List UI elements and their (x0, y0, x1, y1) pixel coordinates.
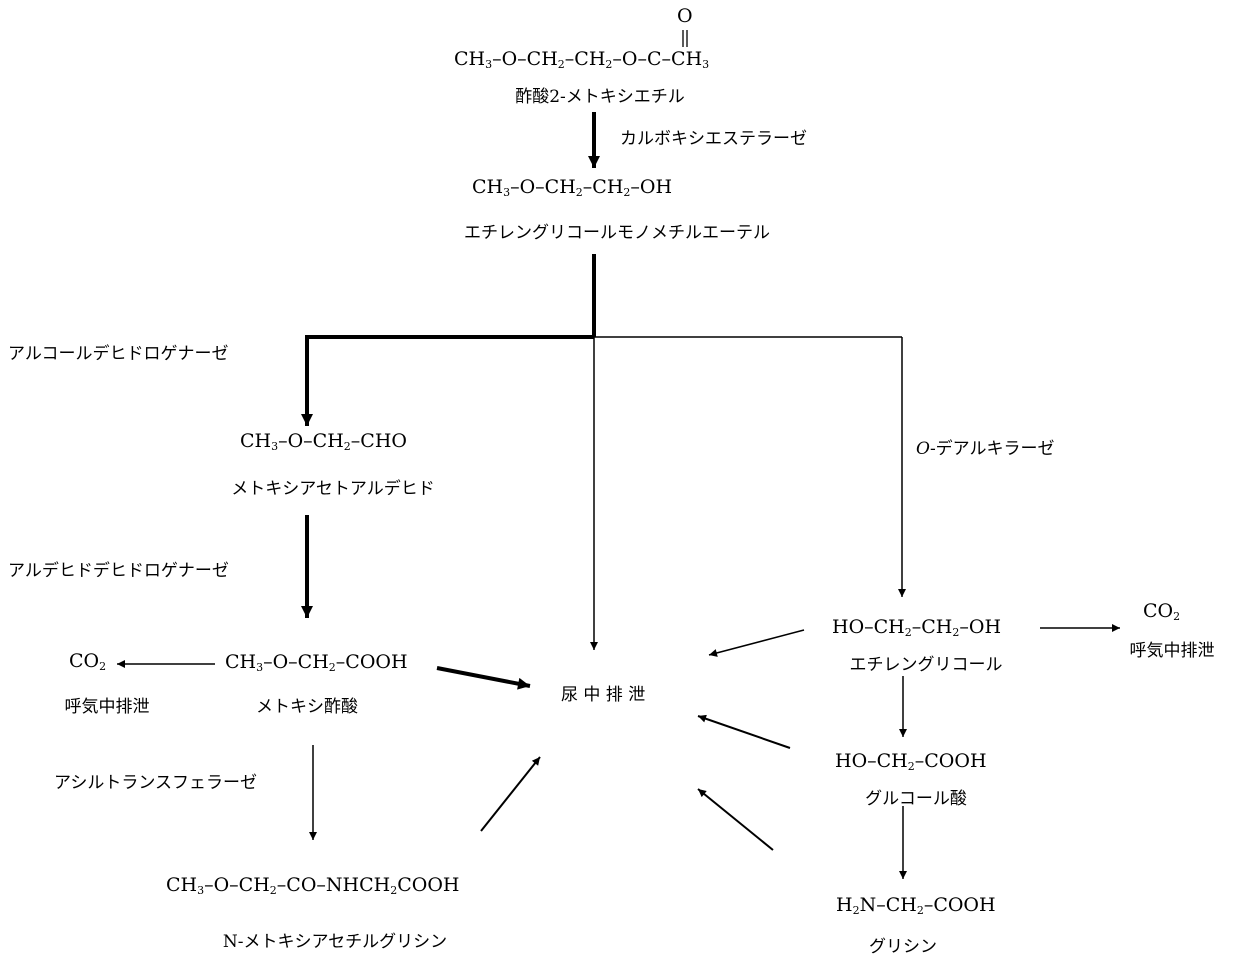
glycine-name: グリシン (869, 937, 937, 957)
aldehyde-name: メトキシアセトアルデヒド (231, 479, 435, 499)
glycolic-name: グルコール酸 (865, 789, 967, 809)
arrow-glycolic-to-urine (697, 714, 791, 749)
eg-name: エチレングリコール (849, 655, 1003, 675)
mag-formula: CH3–O–CH2–CO–NHCH2COOH (166, 874, 460, 897)
ester-formula: CH3–O–CH2–CH2–O–C–CH3 (454, 48, 710, 71)
glycolic-formula: HO–CH2–COOH (835, 750, 987, 773)
enzyme-carboxylesterase: カルボキシエステラーゼ (620, 129, 807, 149)
maa-name: メトキシ酢酸 (256, 697, 358, 717)
arrow-glycine-to-urine (697, 788, 774, 851)
ester-carbonyl-oxygen: O (677, 5, 693, 27)
enzyme-adh: アルコールデヒドロゲナーゼ (8, 344, 229, 364)
exhaled-left: 呼気中排泄 (64, 697, 150, 717)
arrow-mag-to-urine (480, 756, 541, 832)
arrow-maa-to-urine (436, 666, 531, 690)
aldehyde-formula: CH3–O–CH2–CHO (240, 430, 407, 453)
exhaled-right: 呼気中排泄 (1129, 641, 1215, 661)
egme-name: エチレングリコールモノメチルエーテル (464, 223, 770, 243)
egme-formula: CH3–O–CH2–CH2–OH (472, 176, 673, 199)
urine-excretion: 尿 中 排 泄 (561, 685, 646, 705)
mag-name: N-メトキシアセチルグリシン (222, 932, 448, 952)
co2-right: CO2 (1143, 600, 1181, 623)
eg-formula: HO–CH2–CH2–OH (832, 616, 1002, 639)
arrow-eg-to-urine (708, 629, 805, 657)
enzyme-o-dealkylase: O-デアルキラーゼ (916, 439, 1055, 459)
enzyme-aldh: アルデヒドデヒドロゲナーゼ (8, 561, 229, 581)
co2-left: CO2 (69, 650, 107, 673)
glycine-formula: H2N–CH2–COOH (836, 894, 996, 917)
ester-name: 酢酸2-メトキシエチル (515, 87, 685, 107)
enzyme-acyltransferase: アシルトランスフェラーゼ (54, 773, 257, 793)
maa-formula: CH3–O–CH2–COOH (225, 651, 408, 674)
